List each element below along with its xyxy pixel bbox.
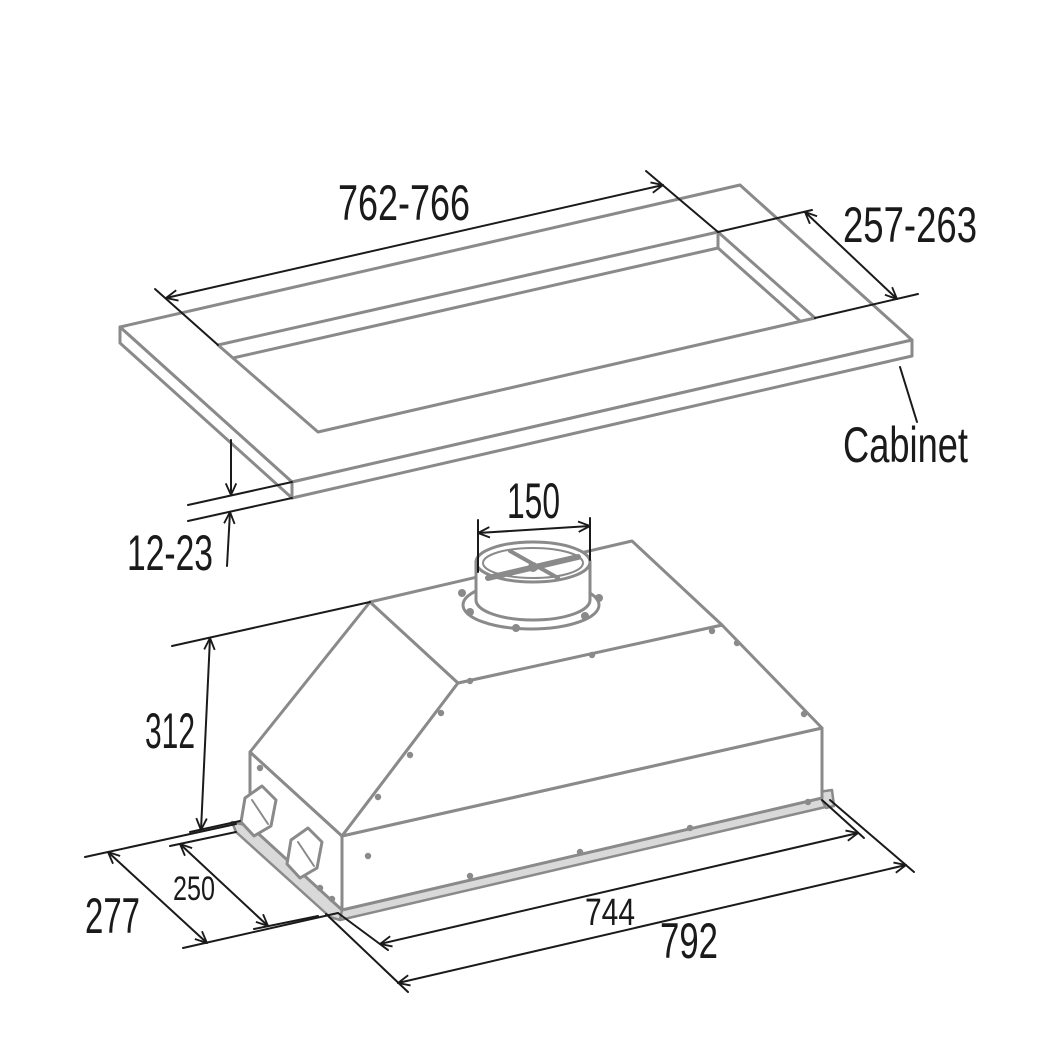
screw [733,639,741,647]
flange-bolt [512,624,520,632]
dimension-line [179,843,269,927]
cabinet-width-label: 762-766 [338,175,470,231]
screw [686,824,694,832]
dimension-cabinet-width: 762-766 [154,170,719,346]
dimension-duct-diameter: 150 [477,473,591,573]
screw [374,793,382,801]
hood-width-outer-label: 792 [660,913,718,969]
cabinet-opening-side-wall-edge [716,246,802,323]
screw [437,709,445,717]
extension-line-top [187,481,293,506]
extension-line-bottom [182,912,339,949]
arrow-up [223,511,236,567]
screw [588,651,596,659]
range-hood [230,539,836,922]
screw [466,872,474,880]
dimension-hood-depth-outer: 277 [84,823,339,949]
cabinet-label: Cabinet [843,417,968,473]
dimension-hood-height: 312 [145,601,371,833]
flange-bolt [458,589,466,597]
screw [364,852,372,860]
screw [800,710,808,718]
hood-width-inner-label: 744 [585,892,635,934]
dimension-cabinet-depth: 257-263 [717,197,977,319]
cabinet-leader-line [899,366,918,423]
screw [316,884,324,892]
screw [466,677,474,685]
duct-collar [458,540,603,632]
dimension-cabinet-thickness: 12-23 [127,439,293,581]
screw [804,798,812,806]
cabinet-depth-label: 257-263 [843,197,977,253]
screw [576,848,584,856]
dimension-line [397,861,907,987]
screw [256,764,264,772]
hood-depth-outer-label: 277 [85,888,140,944]
extension-line-top [717,209,813,233]
screw [406,751,414,759]
dimension-hood-depth-inner: 250 [169,831,319,930]
cabinet-callout: Cabinet [843,366,968,473]
screw [328,895,336,903]
extension-line-right [829,799,915,873]
cabinet-frame [118,183,914,500]
extension-line-bottom [814,293,919,319]
control-knob-2-detail [297,841,315,867]
flange-bolt [595,594,603,602]
damper-hub [528,562,538,572]
extension-line-left [325,913,409,993]
dimension-line [477,520,591,539]
flange-bolt [466,608,474,616]
control-knob-1-detail [251,799,269,825]
dimension-line [165,181,664,302]
extension-line-bottom [187,497,293,522]
cabinet-thickness-label: 12-23 [127,525,213,581]
extension-line-right [645,170,719,233]
dimension-line [804,211,898,300]
collar-inner-rim [482,547,584,579]
dimension-hood-width-outer: 792 [325,799,915,993]
screw [708,627,716,635]
cabinet-front-face [290,338,914,500]
hood-depth-inner-label: 250 [173,870,215,908]
hood-height-label: 312 [145,703,195,759]
dimension-line [195,637,216,831]
flange-bolt [581,612,589,620]
dimension-line [107,851,208,944]
duct-diameter-label: 150 [507,473,560,529]
hood-controls [239,784,324,880]
